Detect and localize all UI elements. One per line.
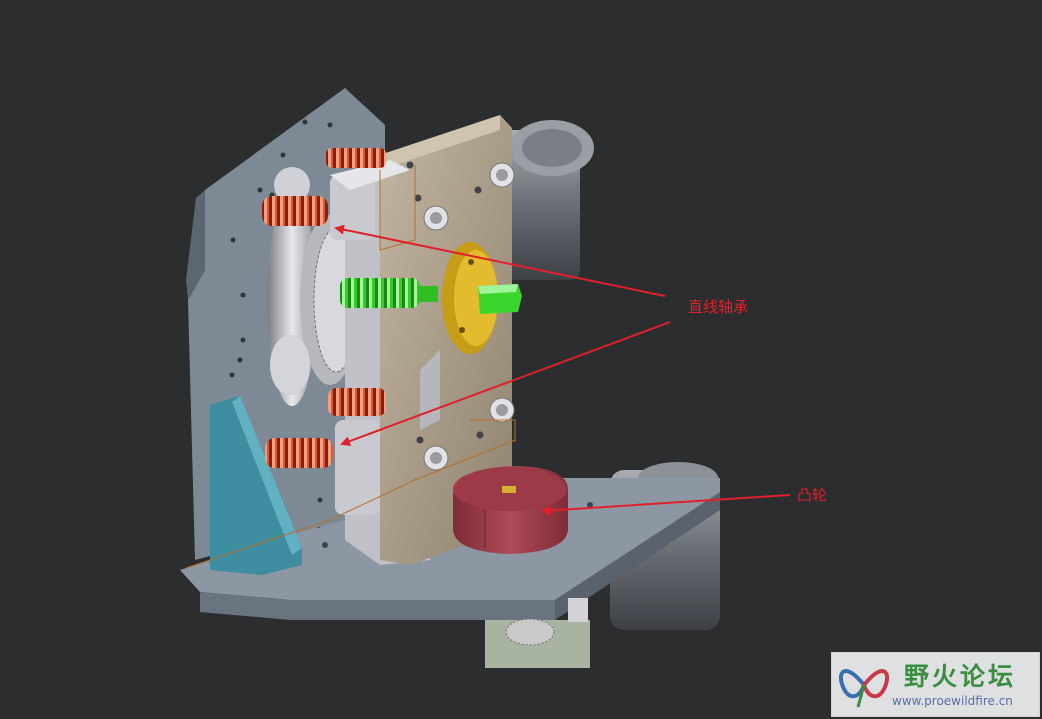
springs (262, 148, 386, 468)
callout-arrows (334, 224, 791, 516)
arrow-linear-bearing-lower (340, 321, 671, 446)
construction-lines (185, 165, 516, 569)
forum-watermark: 野火论坛 www.proewildfire.cn (831, 652, 1040, 717)
upper-motor (500, 120, 594, 280)
watermark-url: www.proewildfire.cn (892, 694, 1013, 708)
watermark-title: 野火论坛 (904, 662, 1017, 691)
callout-linear-bearing-label: 直线轴承 (688, 298, 749, 316)
lead-screw (340, 278, 438, 308)
butterfly-logo-icon (838, 669, 890, 708)
flange-nut (442, 242, 522, 354)
callout-cam-label: 凸轮 (797, 486, 828, 504)
arrow-linear-bearing-upper (334, 224, 666, 297)
carriage-bolts (406, 161, 515, 471)
cam (453, 466, 568, 554)
lower-gear-block (485, 598, 590, 668)
arrow-cam (541, 494, 791, 516)
